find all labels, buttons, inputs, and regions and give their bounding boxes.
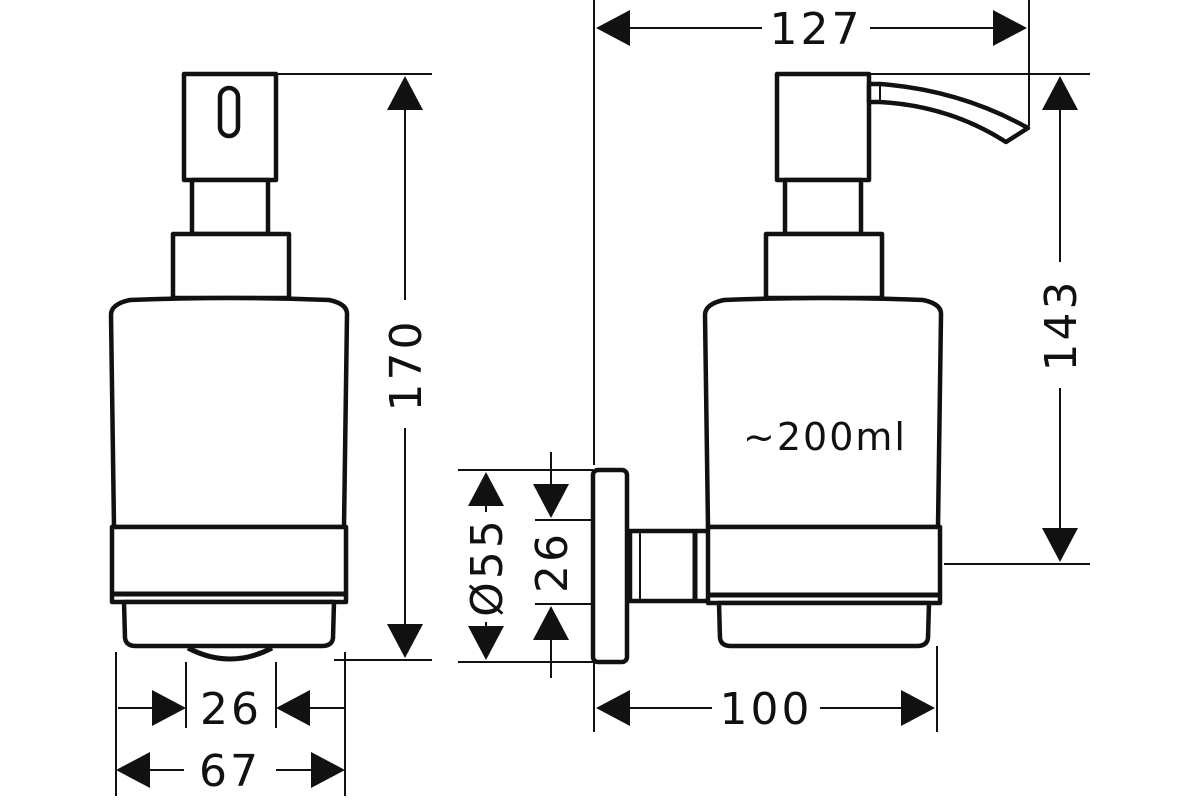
arrow-127-left — [596, 10, 630, 46]
side-holder-ring — [705, 524, 943, 606]
dim-55: Ø55 — [462, 517, 513, 617]
arrow-67-right — [311, 752, 345, 788]
dim-67: 67 — [199, 746, 261, 797]
side-dimensions: 127 143 100 Ø55 26 — [458, 0, 1090, 735]
front-dimensions: 170 26 67 — [115, 73, 432, 797]
arrow-143-bottom — [1042, 528, 1078, 562]
dim-26-neck: 26 — [200, 684, 262, 735]
arrow-143-top — [1042, 76, 1078, 110]
arrow-67-left — [116, 752, 150, 788]
arrow-55-top — [468, 472, 504, 506]
arrow-100-left — [596, 690, 630, 726]
arrow-127-right — [993, 10, 1027, 46]
capacity-label: ~200ml — [743, 415, 907, 459]
dim-170: 170 — [381, 319, 432, 412]
front-base-knob — [186, 645, 274, 662]
dim-100: 100 — [720, 684, 813, 735]
front-glass-body — [108, 295, 350, 530]
arrow-55-bottom — [468, 626, 504, 660]
side-glass-body — [702, 295, 944, 530]
dim-127: 127 — [770, 4, 863, 55]
side-arm — [627, 528, 715, 604]
side-spout — [866, 81, 1031, 145]
arrow-26-left — [152, 690, 186, 726]
arrow-26-right — [276, 690, 310, 726]
front-pump-stem — [189, 177, 271, 237]
side-pump-stem — [782, 177, 864, 237]
dim-143: 143 — [1036, 279, 1087, 372]
arrow-170-bottom — [387, 624, 423, 658]
dim-26-arm: 26 — [527, 531, 578, 593]
side-base-cup — [716, 600, 932, 649]
front-pump-slot — [217, 85, 241, 139]
front-pump-collar — [170, 231, 292, 301]
side-pump-head — [774, 71, 872, 183]
front-holder-ring — [109, 524, 349, 605]
side-rosette — [590, 467, 630, 665]
front-base-cup — [121, 599, 337, 649]
side-pump-collar — [763, 231, 885, 301]
arrow-100-right — [901, 690, 935, 726]
side-view: ~200ml — [590, 71, 1031, 665]
arrow-26-arm-bottom — [533, 606, 569, 640]
front-view — [108, 71, 350, 662]
arrow-170-top — [387, 76, 423, 110]
arrow-26-arm-top — [533, 484, 569, 518]
